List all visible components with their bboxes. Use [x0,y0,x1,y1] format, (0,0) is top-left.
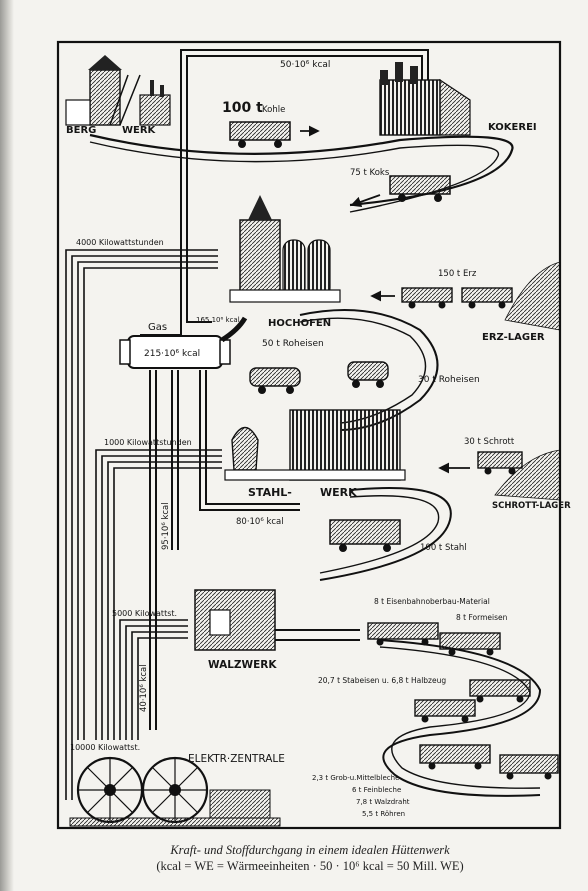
flow-kwh-4: 10000 Kilowattst. [70,743,140,752]
flow-schrott: 30 t Schrott [464,437,515,447]
product-wagons [367,622,559,780]
hochofen-illustration [229,195,341,303]
flow-kwh-2: 1000 Kilowattstunden [104,438,192,447]
product-6: 7,8 t Walzdraht [356,798,410,806]
diagram-frame [56,40,562,830]
flow-gas-stahlwerk: 80·10⁶ kcal [236,517,284,527]
ore-wagons [370,261,561,331]
walzwerk-illustration [194,589,360,651]
page-shadow [0,0,14,891]
label-bergwerk-right: WERK [122,125,157,136]
label-gas: Gas [148,322,167,333]
power-station-illustration [69,756,281,827]
pig-iron-cars [249,361,389,394]
label-stahl-left: STAHL- [248,486,292,499]
flow-gas-down2: 40·10⁶ kcal [139,664,149,712]
flow-gas-down1: 95·10⁶ kcal [161,502,171,550]
coke-wagon [350,175,451,208]
product-2: 8 t Formeisen [456,613,508,622]
kokerei-illustration [379,62,471,136]
product-3: 20,7 t Stabeisen u. 6,8 t Halbzeug [318,676,446,685]
flow-stahl: 100 t Stahl [420,543,467,553]
coal-wagon [229,121,320,148]
label-hochofen: HOCHOFEN [268,318,331,329]
scrap-wagon [438,449,561,501]
caption-title: Kraft- und Stoffdurchgang in einem ideal… [170,843,450,857]
flow-roheisen-1: 50 t Roheisen [262,339,324,349]
flow-kwh-1: 4000 Kilowattstunden [76,238,164,247]
label-erz-lager: ERZ-LAGER [482,332,545,343]
flow-kwh-3: 5000 Kilowattst. [112,609,177,618]
product-4: 2,3 t Grob-u.Mittelbleche [312,774,399,782]
bergwerk-illustration [65,55,171,126]
label-elektr-zentrale: ELEKTR·ZENTRALE [188,753,285,765]
label-kokerei: KOKEREI [488,122,537,133]
stahlwerk-illustration [224,409,406,481]
label-walzwerk: WALZWERK [208,659,277,671]
flow-gas-main: 215·10⁶ kcal [144,349,200,359]
product-1: 8 t Eisenbahnoberbau-Material [374,597,490,606]
steel-wagon [329,519,401,552]
flow-gas-top: 50·10⁶ kcal [280,60,330,70]
flow-koks: 75 t Koks [350,168,390,178]
power-lines [65,249,222,800]
gas-pipes [140,49,429,730]
label-schrott-lager: SCHROTT-LAGER [492,501,571,511]
flow-roheisen-2: 30 t Roheisen [418,375,480,385]
flow-kohle-word: Kohle [262,105,285,115]
caption-subtitle: (kcal = WE = Wärmeeinheiten · 50 · 10⁶ k… [156,859,464,873]
gas-header-tank [119,316,248,369]
label-stahl-right: WERK [320,486,357,499]
flow-erz: 150 t Erz [438,269,477,279]
flow-gas-hochofen: 165 10⁶ kcal [196,316,240,324]
product-7: 5,5 t Röhren [362,810,405,818]
product-5: 6 t Feinbleche [352,786,401,794]
flow-kohle-amount: 100 t [222,100,263,116]
label-bergwerk-left: BERG [66,125,96,136]
